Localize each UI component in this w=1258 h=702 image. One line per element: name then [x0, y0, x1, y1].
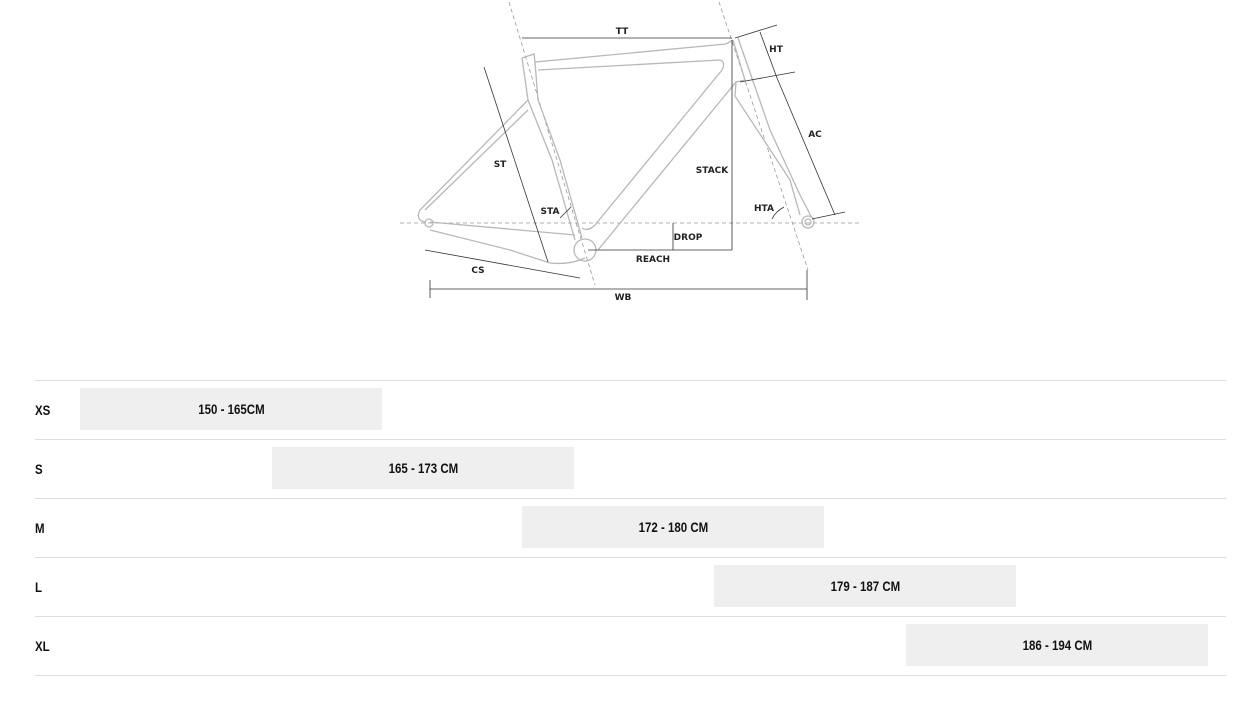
height-range: 150 - 165CM: [197, 401, 265, 417]
label-tt: TT: [616, 27, 629, 37]
height-range: 179 - 187 CM: [830, 578, 900, 594]
label-ac: AC: [808, 130, 822, 140]
label-ht: HT: [769, 45, 784, 55]
bike-frame: [417, 37, 815, 265]
label-cs: CS: [471, 266, 484, 276]
height-range-bar: 150 - 165CM: [80, 388, 382, 430]
height-range-bar: 186 - 194 CM: [906, 624, 1208, 666]
size-label: XS: [35, 402, 51, 418]
label-st: ST: [494, 160, 507, 170]
size-row-m: M 172 - 180 CM: [35, 499, 1226, 558]
label-drop: DROP: [674, 233, 703, 243]
label-reach: REACH: [636, 255, 670, 265]
size-row-xs: XS 150 - 165CM: [35, 381, 1226, 440]
height-range: 186 - 194 CM: [1022, 637, 1092, 653]
height-range-bar: 165 - 173 CM: [272, 447, 574, 489]
size-row-s: S 165 - 173 CM: [35, 440, 1226, 499]
height-range-bar: 172 - 180 CM: [522, 506, 824, 548]
size-row-l: L 179 - 187 CM: [35, 558, 1226, 617]
reference-axes: [400, 1, 862, 286]
height-range: 172 - 180 CM: [638, 519, 708, 535]
label-sta: STA: [541, 207, 560, 217]
size-label: M: [35, 520, 45, 536]
height-range-bar: 179 - 187 CM: [714, 565, 1016, 607]
size-row-xl: XL 186 - 194 CM: [35, 617, 1226, 676]
height-range: 165 - 173 CM: [388, 460, 458, 476]
label-wb: WB: [615, 293, 632, 303]
size-label: XL: [35, 638, 50, 654]
size-label: S: [35, 461, 43, 477]
label-stack: STACK: [696, 166, 729, 176]
label-hta: HTA: [754, 204, 774, 214]
size-label: L: [35, 579, 43, 595]
frame-geometry-diagram: TT HT AC ST STACK STA HTA DROP REACH CS …: [400, 1, 862, 303]
size-chart: XS 150 - 165CM S 165 - 173 CM M 172 - 18…: [35, 380, 1226, 676]
dimension-lines: [424, 24, 846, 300]
